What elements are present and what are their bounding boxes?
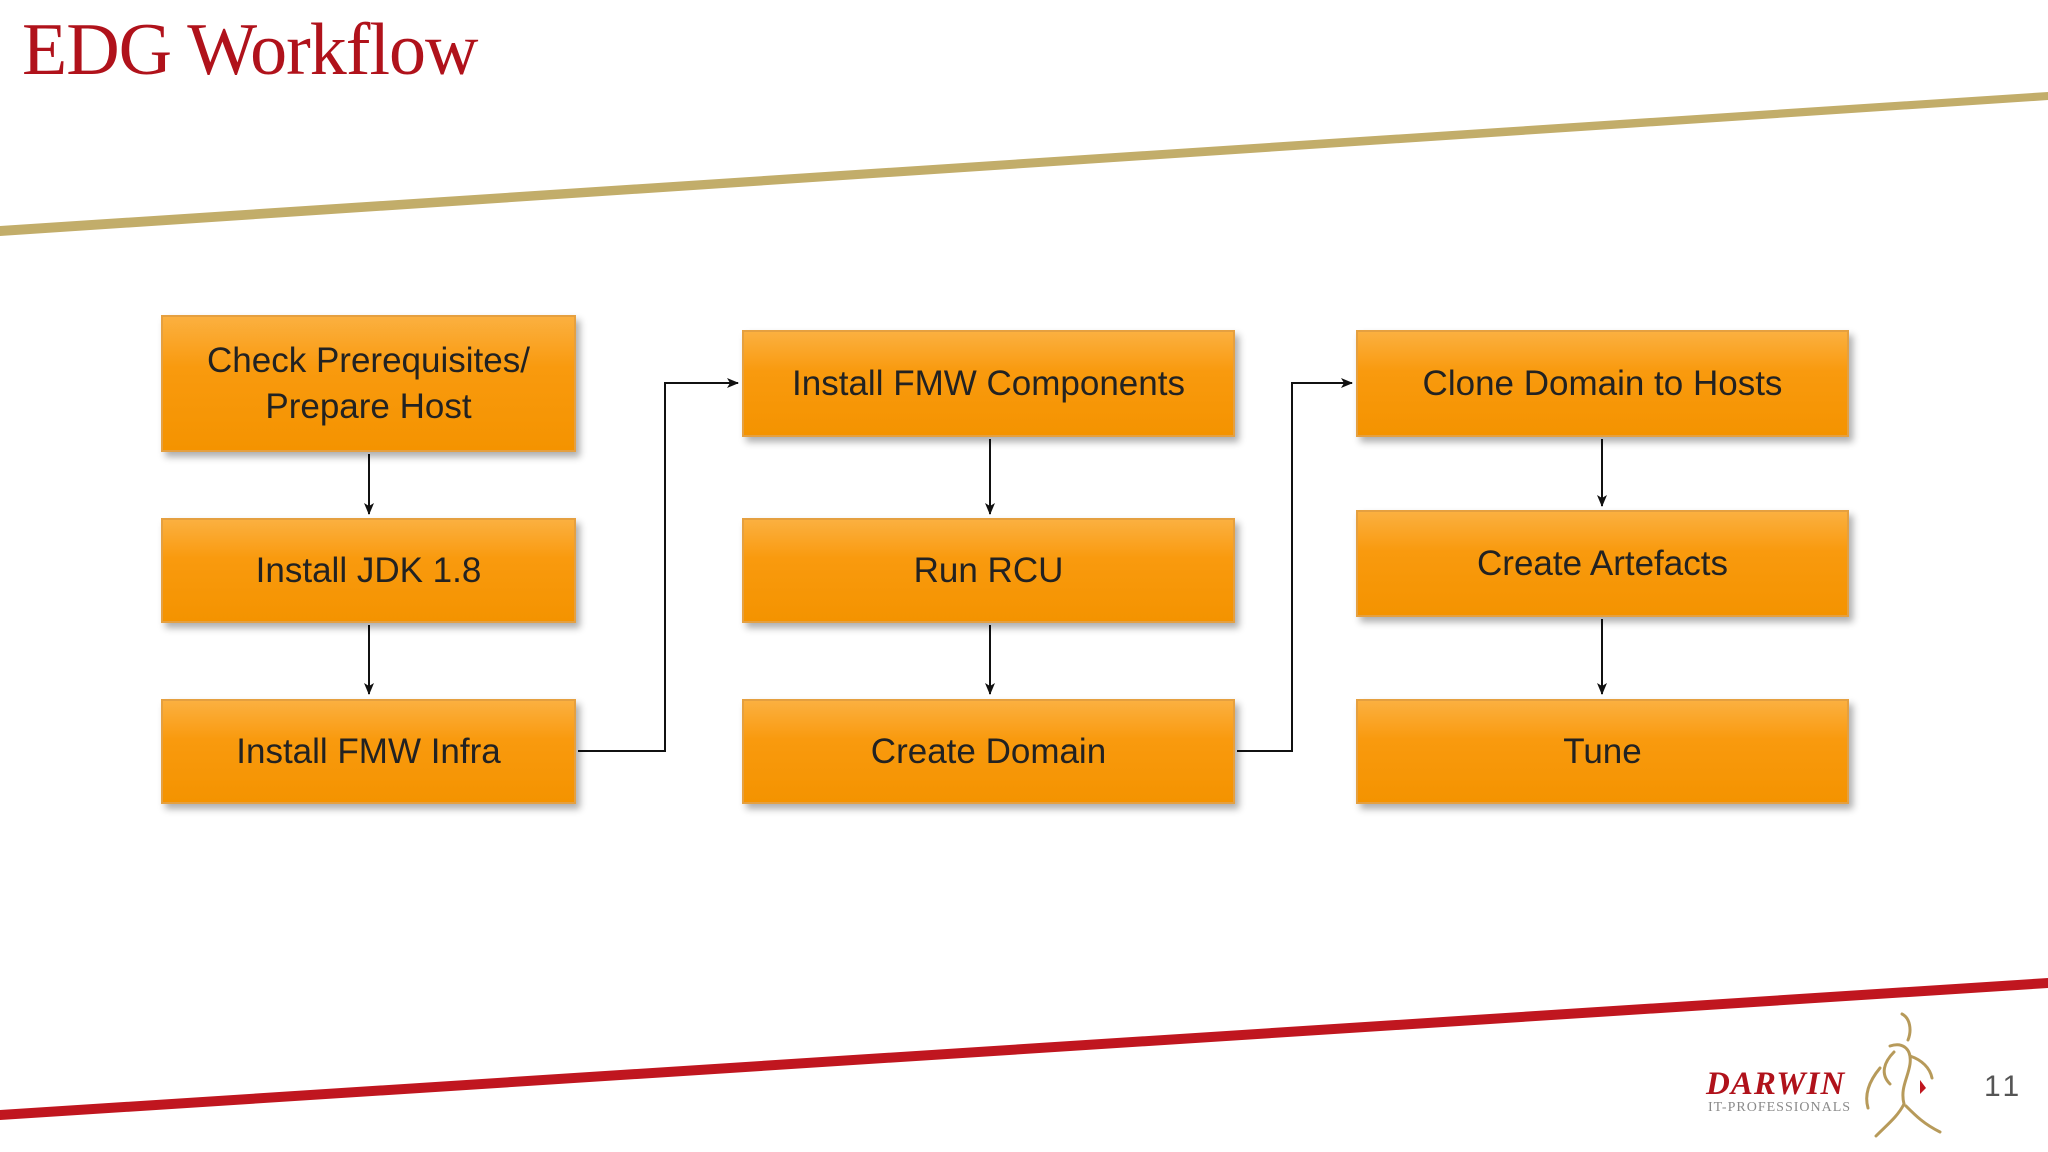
- running-figure-icon: [1865, 1012, 1942, 1138]
- connector-domain-to-clone: [1237, 378, 1353, 752]
- logo-name: DARWIN: [1706, 1066, 1846, 1102]
- step-check-prerequisites: Check Prerequisites/ Prepare Host: [161, 315, 576, 452]
- red-divider-line: [0, 978, 2048, 1120]
- slide-title: EDG Workflow: [22, 9, 478, 91]
- darwin-logo: DARWIN IT-PROFESSIONALS: [1700, 1008, 1960, 1148]
- step-create-artefacts: Create Artefacts: [1356, 510, 1849, 617]
- gold-divider-line: [0, 92, 2048, 236]
- connector-infra-to-components: [578, 378, 739, 752]
- step-create-domain: Create Domain: [742, 699, 1235, 804]
- step-install-fmw-infra: Install FMW Infra: [161, 699, 576, 804]
- step-install-jdk: Install JDK 1.8: [161, 518, 576, 623]
- step-tune: Tune: [1356, 699, 1849, 804]
- logo-tagline: IT-PROFESSIONALS: [1708, 1100, 1852, 1115]
- diagram-connectors: [364, 378, 1607, 752]
- page-number: 11: [1984, 1070, 2024, 1103]
- step-install-fmw-components: Install FMW Components: [742, 330, 1235, 437]
- step-clone-domain: Clone Domain to Hosts: [1356, 330, 1849, 437]
- step-run-rcu: Run RCU: [742, 518, 1235, 623]
